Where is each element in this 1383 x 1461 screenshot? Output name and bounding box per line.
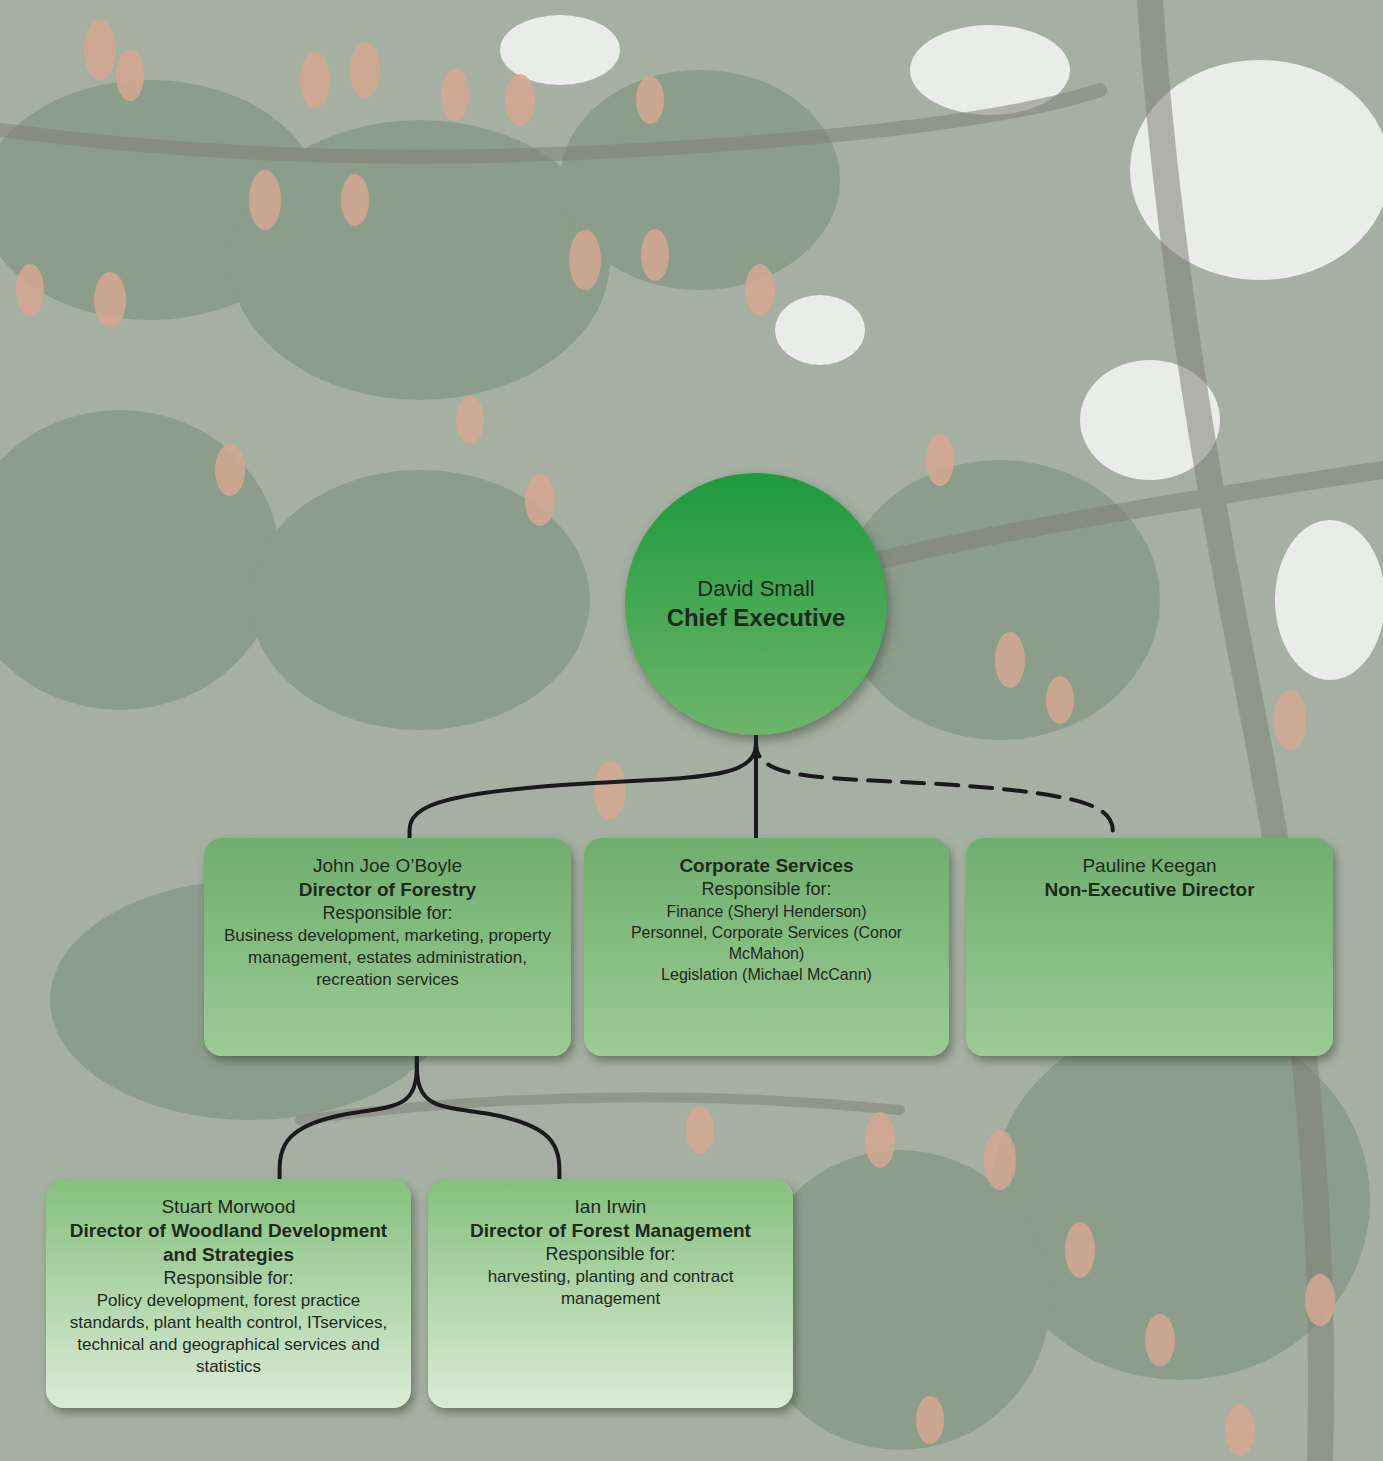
node-heading: Corporate Services [679,854,853,878]
director-box: Stuart MorwoodDirector of Woodland Devel… [46,1179,411,1408]
node-text: Responsible for: [163,1267,293,1290]
org-connector [417,1056,560,1179]
chief-circle: David SmallChief Executive [625,473,887,735]
director-box: Ian IrwinDirector of Forest ManagementRe… [428,1179,793,1408]
director-box: Pauline KeeganNon-Executive Director [966,838,1333,1056]
org-connector [756,735,1113,838]
node-heading: John Joe O’Boyle [313,854,462,878]
node-heading: Stuart Morwood [161,1195,295,1219]
node-text: Non-Executive Director [1044,878,1254,902]
node-heading: Pauline Keegan [1082,854,1216,878]
node-text: Responsible for: [322,902,452,925]
services-box: Corporate ServicesResponsible for:Financ… [584,838,949,1056]
node-heading: David Small [697,575,814,603]
node-text: Director of Woodland Development and Str… [58,1219,399,1267]
node-text: Director of Forest Management [470,1219,751,1243]
org-connector [280,1056,417,1179]
node-text: Finance (Sheryl Henderson) [666,901,866,922]
node-text: Responsible for: [545,1243,675,1266]
org-connector [410,735,756,838]
node-heading: Ian Irwin [575,1195,647,1219]
node-text: Legislation (Michael McCann) [661,964,872,985]
node-text: Director of Forestry [299,878,476,902]
node-text: Business development, marketing, propert… [216,925,559,991]
circle-shape [625,473,887,735]
node-text: Personnel, Corporate Services (Conor McM… [596,922,937,964]
node-text: Responsible for: [701,878,831,901]
node-text: harvesting, planting and contract manage… [440,1266,781,1310]
director-box: John Joe O’BoyleDirector of ForestryResp… [204,838,571,1056]
node-text: Chief Executive [667,603,846,633]
node-text: Policy development, forest practice stan… [58,1290,399,1378]
